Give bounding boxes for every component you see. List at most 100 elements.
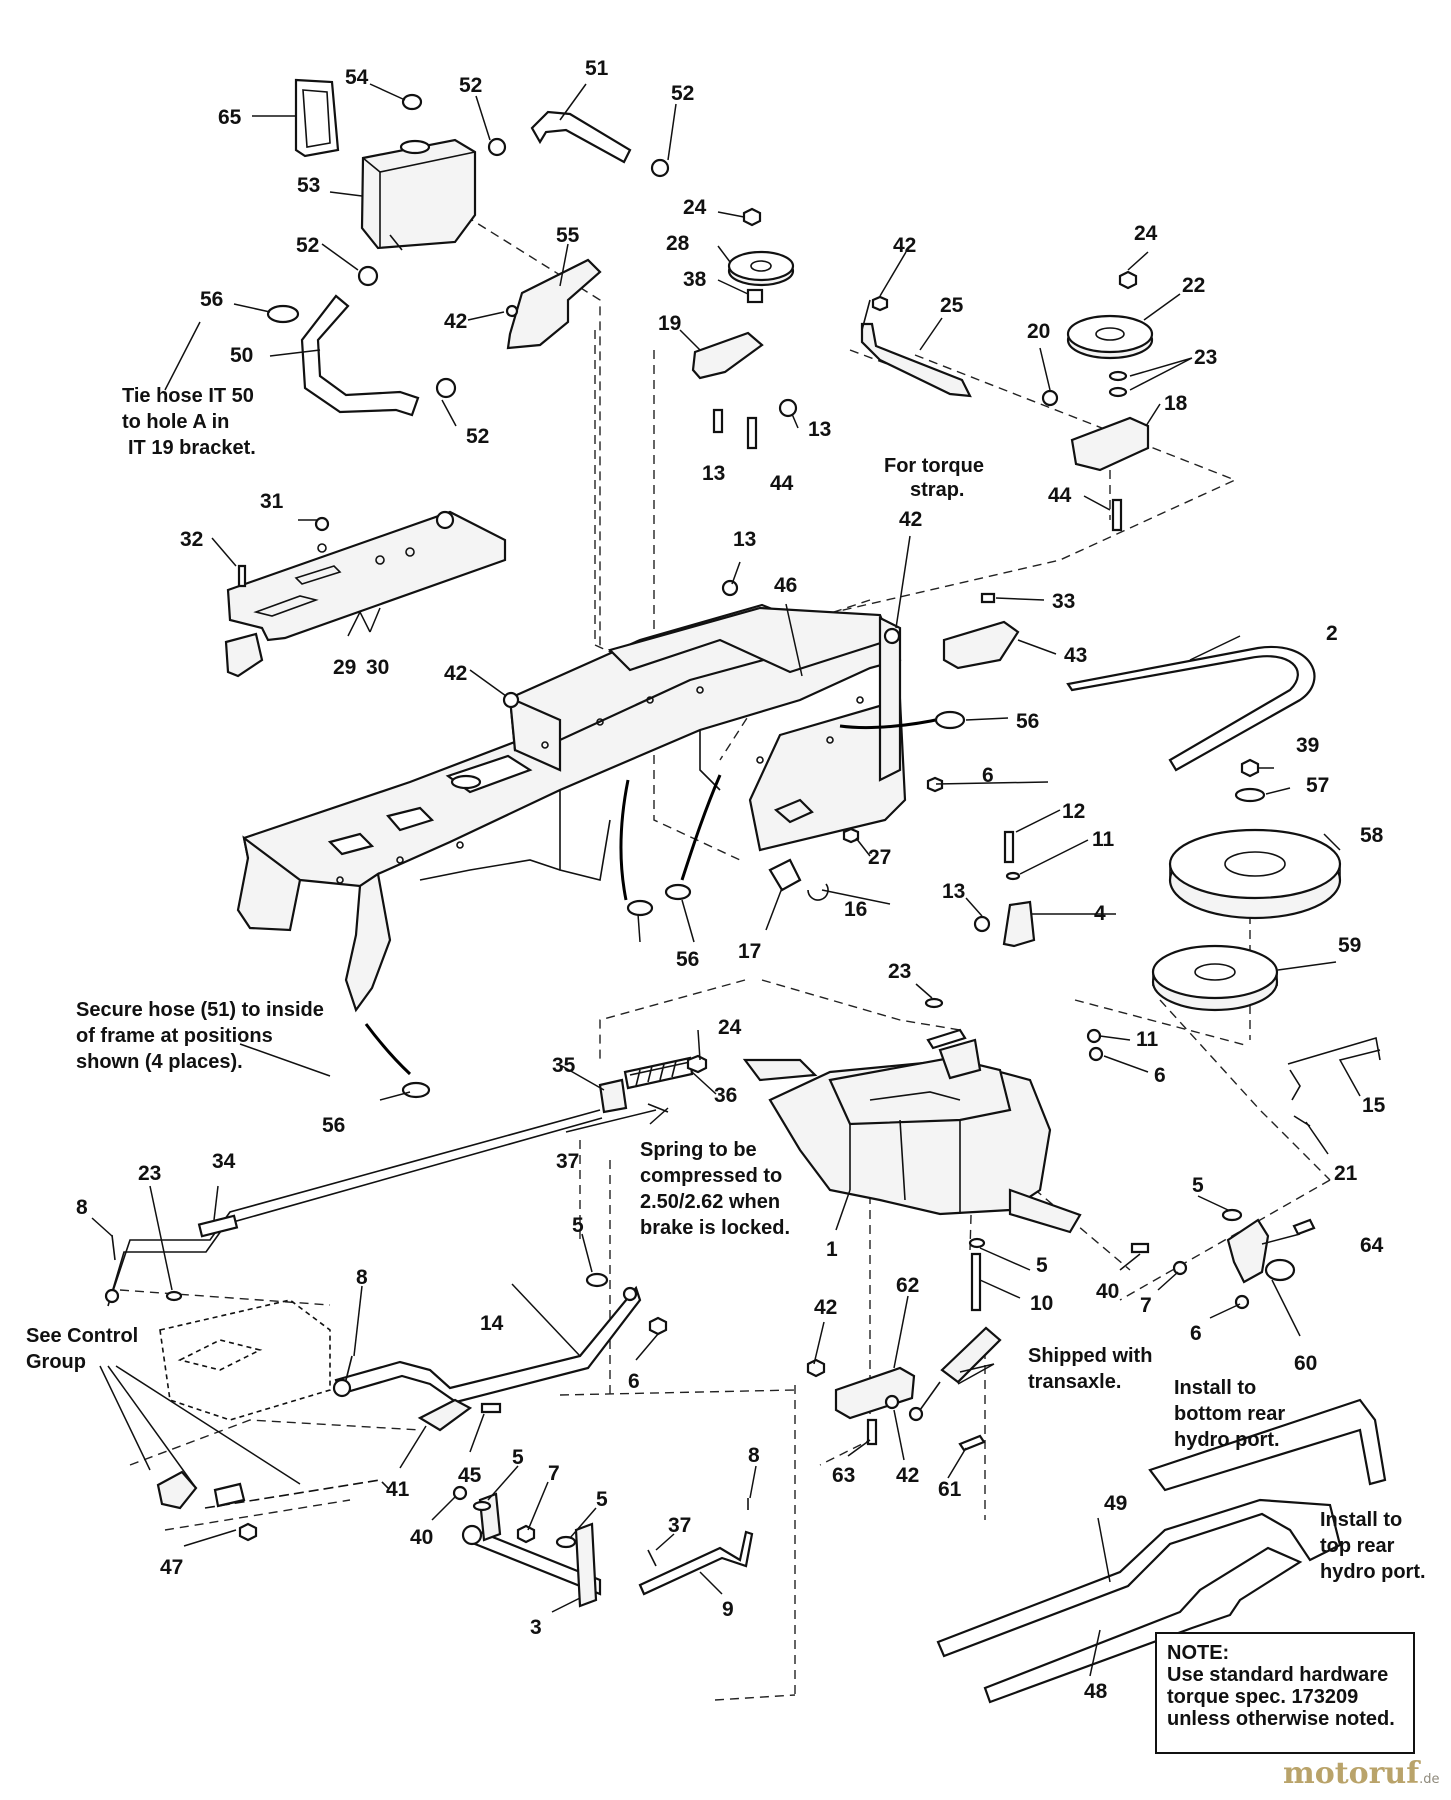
callout-64: 64 bbox=[1360, 1234, 1384, 1257]
callout-65: 65 bbox=[218, 106, 242, 129]
washer-5b bbox=[968, 1237, 986, 1249]
nut-7b bbox=[516, 1524, 536, 1544]
note-torque-strap-line2: strap. bbox=[910, 479, 964, 501]
callout-4: 4 bbox=[1094, 902, 1106, 925]
callout-13: 13 bbox=[942, 880, 965, 903]
bolt-13b bbox=[778, 398, 798, 418]
callout-48: 48 bbox=[1084, 1680, 1108, 1703]
callout-5: 5 bbox=[512, 1446, 524, 1469]
washer-57 bbox=[1234, 787, 1266, 803]
callout-42: 42 bbox=[893, 234, 916, 257]
rod-9 bbox=[638, 1530, 754, 1596]
control-plate bbox=[156, 1290, 391, 1542]
callout-36: 36 bbox=[714, 1084, 737, 1107]
note-tie-hose-line1: Tie hose IT 50 bbox=[122, 385, 254, 407]
callout-46: 46 bbox=[774, 574, 797, 597]
text-notes: Tie hose IT 50 to hole A in IT 19 bracke… bbox=[26, 385, 1426, 1583]
bolt-12 bbox=[1003, 830, 1015, 864]
callout-13: 13 bbox=[702, 462, 725, 485]
routing-arrows bbox=[364, 710, 966, 1099]
washer-24c bbox=[686, 1054, 708, 1074]
fuel-hose-51 bbox=[530, 110, 632, 164]
callout-19: 19 bbox=[658, 312, 681, 335]
note-tie-hose-line3: IT 19 bracket. bbox=[128, 437, 256, 459]
nut-42c bbox=[883, 627, 901, 645]
note-control-group-line2: Group bbox=[26, 1351, 86, 1373]
callout-5: 5 bbox=[1036, 1254, 1048, 1277]
callout-28: 28 bbox=[666, 232, 690, 255]
callout-39: 39 bbox=[1296, 734, 1319, 757]
nut-42e bbox=[806, 1358, 826, 1378]
nut-42b bbox=[502, 691, 520, 709]
bolt-20 bbox=[1041, 389, 1059, 407]
brake-shaft-3 bbox=[452, 1485, 754, 1608]
fuel-tank bbox=[360, 138, 477, 250]
bracket-18 bbox=[1070, 416, 1150, 472]
callout-27: 27 bbox=[868, 846, 891, 869]
callout-10: 10 bbox=[1030, 1292, 1053, 1315]
hose-tie-56 bbox=[626, 899, 654, 917]
mounting-panel bbox=[226, 510, 507, 642]
link-rod bbox=[204, 1479, 391, 1509]
callout-7: 7 bbox=[548, 1462, 560, 1485]
callout-14: 14 bbox=[480, 1312, 504, 1335]
bracket-41 bbox=[417, 1398, 473, 1432]
callout-42: 42 bbox=[896, 1464, 919, 1487]
callout-42: 42 bbox=[444, 662, 467, 685]
callout-52: 52 bbox=[671, 82, 694, 105]
hose-tie bbox=[266, 304, 300, 324]
callout-8: 8 bbox=[356, 1266, 368, 1289]
callout-56: 56 bbox=[1016, 710, 1039, 733]
nut-42f bbox=[884, 1394, 900, 1410]
drive-parts bbox=[924, 645, 1342, 1012]
callout-24: 24 bbox=[1134, 222, 1158, 245]
watermark-brand: motoruf bbox=[1283, 1756, 1420, 1791]
callout-45: 45 bbox=[458, 1464, 482, 1487]
frame-bracket bbox=[773, 798, 814, 824]
note-line-3: unless otherwise noted. bbox=[1167, 1708, 1395, 1730]
callout-11: 11 bbox=[1136, 1028, 1159, 1051]
hardware-note-box: NOTE: Use standard hardware torque spec.… bbox=[1155, 1632, 1415, 1754]
nut-6d bbox=[648, 1316, 668, 1336]
callout-numbers: 65 54 52 51 52 53 24 28 38 19 13 13 44 4… bbox=[76, 57, 1386, 1703]
bolt-33 bbox=[980, 592, 996, 604]
hose-clamp bbox=[357, 265, 379, 287]
callout-7: 7 bbox=[1140, 1294, 1152, 1317]
callout-15: 15 bbox=[1362, 1094, 1386, 1117]
note-shipped-line2: transaxle. bbox=[1028, 1371, 1121, 1393]
callout-1: 1 bbox=[826, 1238, 838, 1261]
fuel-hose-50 bbox=[300, 294, 420, 417]
callout-11: 11 bbox=[1092, 828, 1115, 851]
callout-54: 54 bbox=[345, 66, 369, 89]
callout-6: 6 bbox=[628, 1370, 640, 1393]
cotter-8 bbox=[111, 1234, 116, 1261]
hose-tie-56 bbox=[401, 1081, 431, 1099]
nut-42 bbox=[871, 295, 889, 312]
callout-42: 42 bbox=[814, 1296, 837, 1319]
callout-52: 52 bbox=[466, 425, 489, 448]
rod-sleeve bbox=[197, 1214, 239, 1238]
note-torque-strap-line1: For torque bbox=[884, 455, 984, 477]
callout-38: 38 bbox=[683, 268, 707, 291]
drive-belt-2 bbox=[1066, 645, 1316, 772]
callout-25: 25 bbox=[940, 294, 964, 317]
bolt-13d bbox=[973, 915, 991, 933]
callout-17: 17 bbox=[738, 940, 761, 963]
cotter-37b bbox=[647, 1549, 657, 1567]
callout-44: 44 bbox=[1048, 484, 1072, 507]
callout-37: 37 bbox=[668, 1514, 691, 1537]
watermark-suffix: .de bbox=[1419, 1772, 1440, 1787]
callout-22: 22 bbox=[1182, 274, 1205, 297]
callout-56: 56 bbox=[322, 1114, 345, 1137]
callout-42: 42 bbox=[899, 508, 922, 531]
leader-lines bbox=[91, 83, 1381, 1677]
callout-63: 63 bbox=[832, 1464, 855, 1487]
spacer-38 bbox=[746, 288, 764, 304]
callout-23: 23 bbox=[888, 960, 911, 983]
callout-12: 12 bbox=[1062, 800, 1085, 823]
top-brackets bbox=[505, 207, 1154, 532]
bolt-40b bbox=[452, 1485, 468, 1501]
callout-2: 2 bbox=[1326, 622, 1338, 645]
callout-5: 5 bbox=[596, 1488, 608, 1511]
note-bottom-port-line1: Install to bbox=[1174, 1377, 1256, 1399]
